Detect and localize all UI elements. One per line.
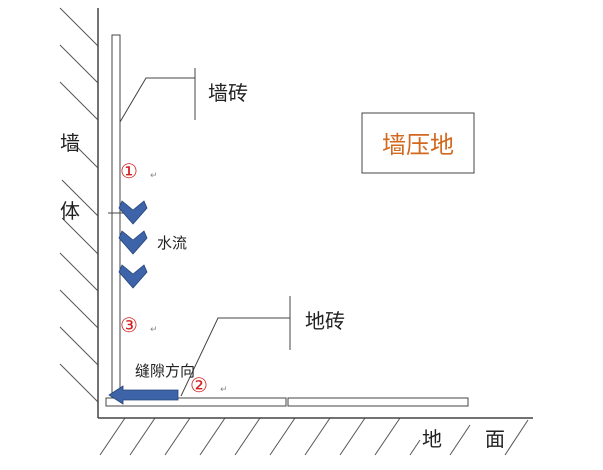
gap-direction-arrow-icon (108, 385, 179, 405)
marker-three: ③ (120, 313, 138, 337)
ground-label-char-2: 面 (485, 427, 505, 451)
wall-tile-leader (119, 77, 195, 123)
floor-tile-left (105, 397, 287, 407)
chevron-down-icon (118, 200, 148, 225)
ground-label-char-1: 地 (422, 427, 442, 451)
floor-tile-label: 地砖 (305, 309, 345, 333)
water-flow-chevrons (118, 200, 148, 289)
paragraph-mark-icon: ↵ (220, 385, 228, 395)
gap-direction-label: 缝隙方向 (135, 362, 195, 380)
wall-label-char-1: 墙 (60, 131, 80, 155)
wall-tile-label: 墙砖 (208, 81, 248, 105)
wall-hatching (59, 7, 99, 403)
floor-tile-right (287, 397, 469, 407)
title-box-label: 墙压地 (382, 131, 454, 159)
paragraph-mark-icon: ↵ (150, 171, 158, 181)
water-flow-label: 水流 (157, 234, 187, 252)
wall-tile-strip (111, 34, 121, 406)
marker-two: ② (190, 373, 208, 397)
title-box (361, 112, 475, 174)
marker-one: ① (120, 159, 138, 183)
ground-hatching (99, 417, 529, 456)
paragraph-mark-icon: ↵ (150, 325, 158, 335)
floor-tile-leader (180, 317, 290, 397)
chevron-down-icon (118, 264, 148, 289)
chevron-down-icon (118, 230, 148, 255)
wall-label-char-2: 体 (60, 199, 80, 223)
